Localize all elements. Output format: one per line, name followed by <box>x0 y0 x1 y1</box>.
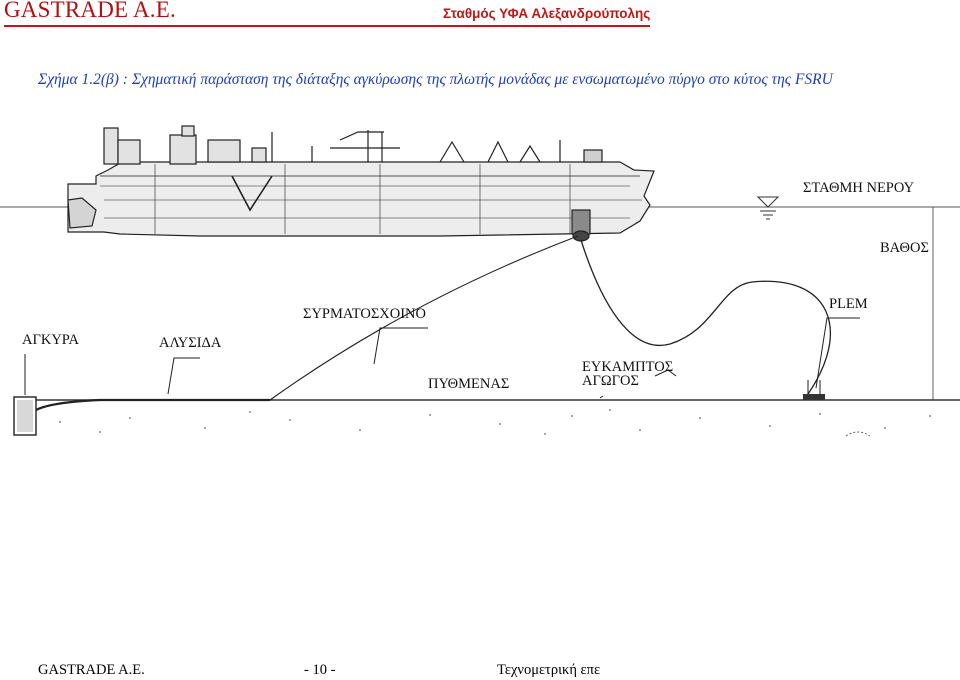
label-plem: PLEM <box>829 296 868 312</box>
header-company: GASTRADE A.E. <box>4 0 176 22</box>
leader-lines <box>24 317 860 399</box>
label-anchor: ΑΓΚΥΡΑ <box>22 332 80 348</box>
figure-caption: Σχήμα 1.2(β) : Σχηματική παράσταση της δ… <box>38 71 833 88</box>
anchor-block <box>13 396 37 436</box>
fsru-ship <box>67 125 655 242</box>
label-depth: ΒΑΘΟΣ <box>880 240 929 256</box>
label-water-level: ΣΤΑΘΜΗ ΝΕΡΟΥ <box>803 180 915 196</box>
footer-page-number: - 10 - <box>304 662 336 678</box>
label-flexible-pipe-line2: ΑΓΩΓΟΣ <box>582 373 639 389</box>
footer-company: GASTRADE A.E. <box>38 662 145 678</box>
header-station: Σταθμός ΥΦΑ Αλεξανδρούπολης <box>443 6 651 21</box>
label-chain: ΑΛΥΣΙΔΑ <box>159 335 222 351</box>
mooring-chain <box>35 398 270 411</box>
flexible-riser <box>580 239 832 401</box>
mooring-wire <box>269 235 579 401</box>
footer-document: Τεχνομετρική επε <box>497 662 601 678</box>
label-mooring-wire: ΣΥΡΜΑΤΟΣΧΟΙΝΟ <box>303 306 426 322</box>
header-rule <box>4 25 650 27</box>
label-flexible-pipe-line1: ΕΥΚΑΜΠΤΟΣ <box>582 359 674 375</box>
plem-unit <box>803 380 825 400</box>
depth-dimension <box>926 206 940 401</box>
seabed <box>14 399 960 437</box>
label-seabed: ΠΥΘΜΕΝΑΣ <box>428 376 510 392</box>
water-level-marker <box>756 196 780 220</box>
